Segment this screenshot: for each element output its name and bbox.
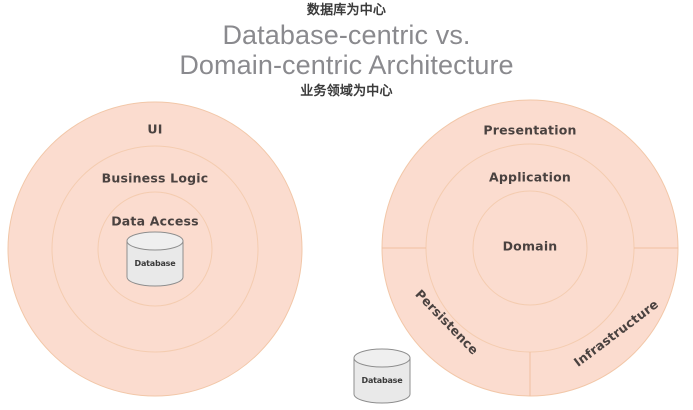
right-diagram-domain-centric [381,99,679,397]
left-ring-business-logic[interactable] [51,145,259,353]
label-domain[interactable]: Domain [502,238,558,254]
cylinder-top [353,348,411,368]
left-ring-data-access[interactable] [97,191,213,307]
cylinder-body [126,240,184,287]
label-ui[interactable]: UI [147,121,163,137]
left-database-label: Database [134,258,176,268]
bottom-database-cylinder[interactable] [353,348,411,404]
right-ring-domain[interactable] [472,190,588,306]
cylinder-body [353,357,411,404]
bottom-database-label-wrap: Database [354,354,410,402]
label-data-access[interactable]: Data Access [111,213,199,229]
label-business-logic[interactable]: Business Logic [101,170,209,186]
cylinder-top [126,231,184,251]
bottom-database-label: Database [361,375,403,385]
left-database-label-wrap: Database [127,237,183,285]
label-application[interactable]: Application [489,169,571,185]
label-presentation[interactable]: Presentation [483,122,577,138]
left-database-cylinder[interactable] [126,231,184,287]
